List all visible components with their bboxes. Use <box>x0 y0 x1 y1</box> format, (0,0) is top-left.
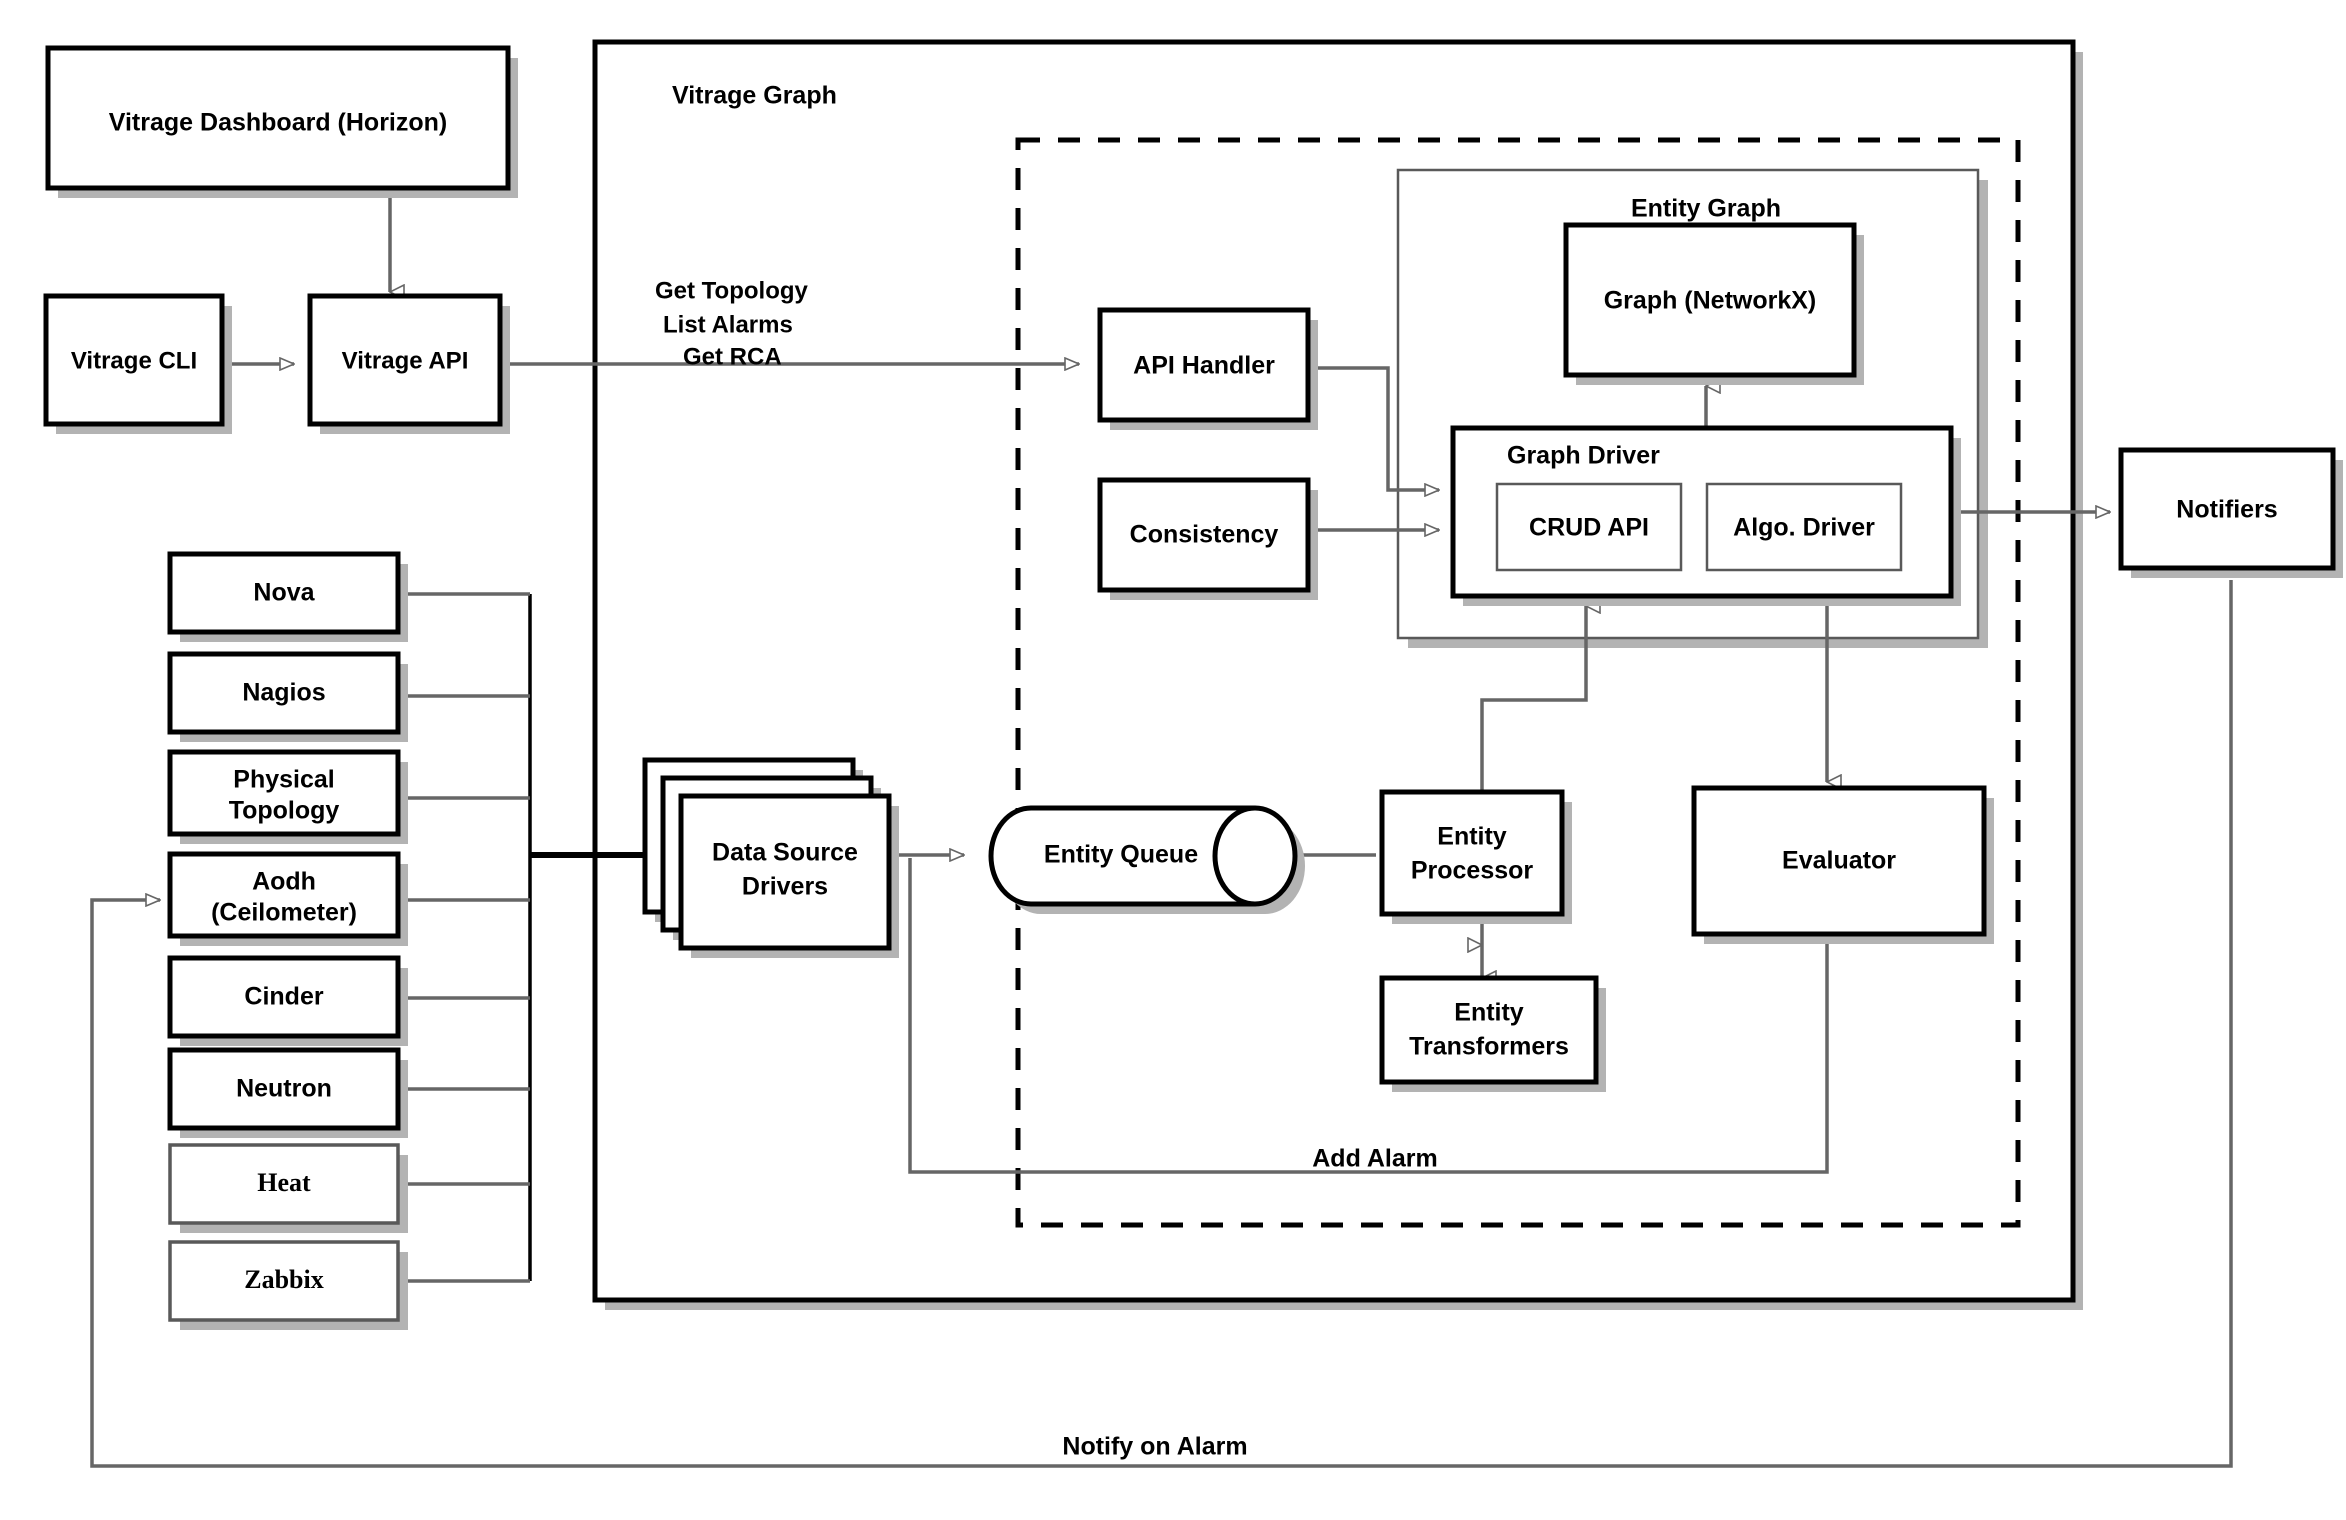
data-source-physical-topology-label-line1: Physical <box>233 766 334 794</box>
data-source-cinder-label: Cinder <box>244 983 323 1011</box>
data-source-nova-label: Nova <box>253 579 315 607</box>
data-source-physical-topology[interactable]: Physical Topology <box>167 749 408 844</box>
node-entity-queue[interactable]: Entity Queue <box>988 805 1305 914</box>
entity-graph-label: Entity Graph <box>1631 195 1781 223</box>
api-request-line3: Get RCA <box>683 343 782 370</box>
edge-add-alarm <box>908 858 1829 1174</box>
node-entity-processor-label-line2: Processor <box>1411 857 1534 885</box>
node-api-handler[interactable]: API Handler <box>1097 307 1318 430</box>
data-source-aodh-label-line1: Aodh <box>252 868 316 896</box>
data-source-cinder[interactable]: Cinder <box>167 955 408 1046</box>
node-vitrage-api[interactable]: Vitrage API <box>307 293 510 434</box>
data-source-heat[interactable]: Heat <box>168 1143 408 1233</box>
node-entity-processor-label-line1: Entity <box>1437 823 1507 851</box>
data-source-neutron-label: Neutron <box>236 1075 332 1103</box>
node-evaluator[interactable]: Evaluator <box>1691 785 1994 944</box>
edge-label-add-alarm: Add Alarm <box>1312 1145 1437 1173</box>
node-consistency[interactable]: Consistency <box>1097 477 1318 600</box>
node-notifiers[interactable]: Notifiers <box>2118 447 2343 578</box>
data-source-list: Nova Nagios Physical Topology Aodh (Ceil… <box>167 551 408 1330</box>
node-vitrage-api-label: Vitrage API <box>342 347 469 374</box>
node-notifiers-label: Notifiers <box>2176 496 2277 524</box>
vitrage-graph-label: Vitrage Graph <box>672 82 837 110</box>
edges <box>90 196 2233 1468</box>
edge-entityprocessor-to-graphdriver <box>1480 606 1586 800</box>
dashed-region <box>1015 137 2021 1228</box>
node-entity-transformers-label-line1: Entity <box>1454 999 1524 1027</box>
data-source-zabbix-label: Zabbix <box>244 1265 324 1294</box>
data-source-nagios-label: Nagios <box>242 679 325 707</box>
node-data-source-drivers[interactable]: Data Source Drivers <box>642 757 899 958</box>
node-entity-queue-label: Entity Queue <box>1044 841 1198 869</box>
node-algo-driver[interactable]: Algo. Driver <box>1705 482 1903 572</box>
node-vitrage-dashboard[interactable]: Vitrage Dashboard (Horizon) <box>45 45 518 198</box>
node-vitrage-cli[interactable]: Vitrage CLI <box>43 293 232 434</box>
node-entity-processor[interactable]: Entity Processor <box>1379 789 1572 924</box>
node-data-source-drivers-label-line2: Drivers <box>742 873 828 901</box>
node-graph-driver[interactable]: Graph Driver CRUD API Algo. Driver <box>1450 425 1961 606</box>
graph-driver-label: Graph Driver <box>1507 442 1660 470</box>
data-source-physical-topology-label-line2: Topology <box>229 797 340 825</box>
node-algo-driver-label: Algo. Driver <box>1733 514 1875 542</box>
node-entity-transformers-label-line2: Transformers <box>1409 1033 1569 1061</box>
node-vitrage-cli-label: Vitrage CLI <box>71 347 197 374</box>
node-evaluator-label: Evaluator <box>1782 847 1896 875</box>
node-graph-networkx-label: Graph (NetworkX) <box>1604 287 1817 315</box>
data-source-aodh-label-line2: (Ceilometer) <box>211 899 357 927</box>
data-source-nova[interactable]: Nova <box>167 551 408 642</box>
data-source-aodh[interactable]: Aodh (Ceilometer) <box>167 851 408 946</box>
edge-apihandler-to-graphdriver <box>1300 366 1439 490</box>
data-source-zabbix[interactable]: Zabbix <box>168 1240 408 1330</box>
node-crud-api-label: CRUD API <box>1529 514 1649 542</box>
node-data-source-drivers-label-line1: Data Source <box>712 839 858 867</box>
node-vitrage-dashboard-label: Vitrage Dashboard (Horizon) <box>109 109 447 137</box>
node-crud-api[interactable]: CRUD API <box>1495 482 1683 572</box>
node-consistency-label: Consistency <box>1130 521 1279 549</box>
edge-label-api-requests: Get Topology List Alarms Get RCA <box>655 277 809 370</box>
edge-label-notify-on-alarm: Notify on Alarm <box>1062 1433 1247 1461</box>
data-source-neutron[interactable]: Neutron <box>167 1047 408 1138</box>
node-graph-networkx[interactable]: Graph (NetworkX) <box>1563 222 1864 385</box>
api-request-line1: Get Topology <box>655 277 809 304</box>
api-request-line2: List Alarms <box>663 311 793 338</box>
edge-notify-on-alarm <box>90 580 2233 1468</box>
node-entity-transformers[interactable]: Entity Transformers <box>1379 975 1606 1092</box>
data-source-heat-label: Heat <box>257 1168 311 1197</box>
node-api-handler-label: API Handler <box>1133 352 1275 380</box>
data-source-nagios[interactable]: Nagios <box>167 651 408 742</box>
